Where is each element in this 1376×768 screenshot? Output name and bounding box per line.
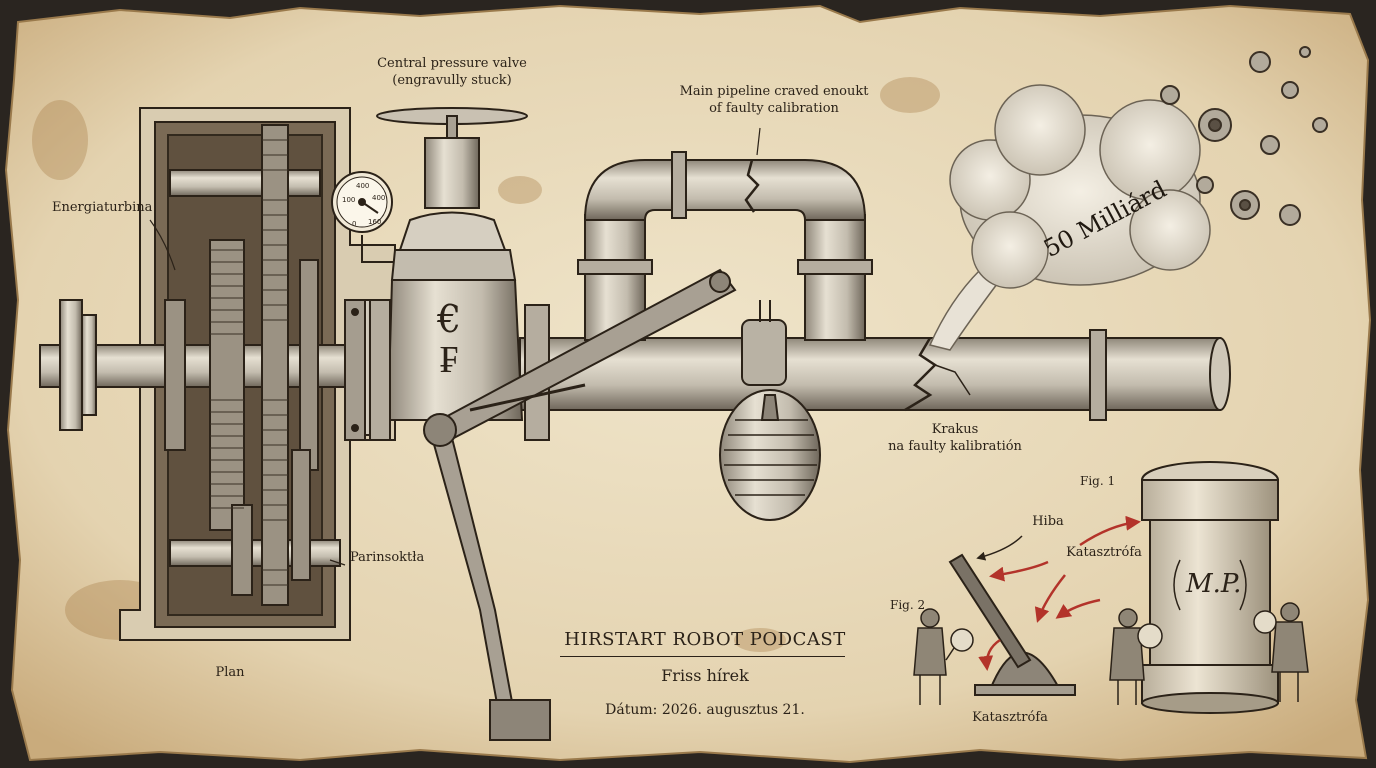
gauge-tick-0: 0 [352, 220, 356, 228]
steam-cloud [928, 84, 1211, 351]
pipeline-label-line2: of faulty calibration [709, 101, 839, 116]
gauge-tick-400a: 400 [356, 182, 369, 190]
pipeline-label-line1: Main pipeline craved enoukt [679, 84, 869, 99]
podcast-date: Dátum: 2026. augusztus 21. [605, 702, 805, 718]
microphone [719, 300, 821, 521]
crack-label-line1: Krakus [931, 422, 979, 437]
central-pressure-valve [369, 107, 528, 441]
gauge-tick-160: 160 [368, 218, 381, 226]
fig1-label: Fig. 1 [1080, 474, 1116, 488]
pressure-gauge [331, 171, 400, 263]
valve-label-line1: Central pressure valve [377, 56, 527, 71]
franc-symbol: ₣ [440, 337, 459, 381]
inspector-figures [913, 602, 1309, 705]
podcast-subtitle: Friss hírek [661, 666, 749, 685]
main-pipeline [519, 151, 1231, 441]
turbine-label: Energiaturbina [52, 200, 153, 215]
jar-monogram: M.P. [1185, 569, 1241, 599]
monogram-jar [1141, 461, 1279, 714]
fig2-label: Fig. 2 [890, 598, 926, 612]
flying-gears [1160, 46, 1328, 226]
microphone-boom-arm [423, 268, 737, 741]
katasztrofa-label-top: Katasztrófa [1066, 545, 1142, 560]
katasztrofa-label-bottom: Katasztrófa [972, 710, 1048, 725]
gauge-tick-400b: 400 [372, 194, 385, 202]
gauge-tick-100: 100 [342, 196, 355, 204]
hiba-label: Hiba [1032, 514, 1064, 529]
title-rule [560, 656, 845, 657]
broken-lever [948, 553, 1076, 696]
crack-label-line2: na faulty kalibratión [888, 439, 1022, 454]
euro-symbol: € [436, 297, 461, 341]
plan-label: Plan [215, 665, 245, 680]
leader-lines [149, 127, 761, 566]
podcast-title: HIRSTART ROBOT PODCAST [564, 629, 846, 650]
energy-turbine [39, 107, 401, 641]
part-label: Parinsoktła [350, 550, 425, 565]
valve-label-line2: (engravully stuck) [392, 73, 512, 88]
annotation-arrows [976, 515, 1141, 671]
